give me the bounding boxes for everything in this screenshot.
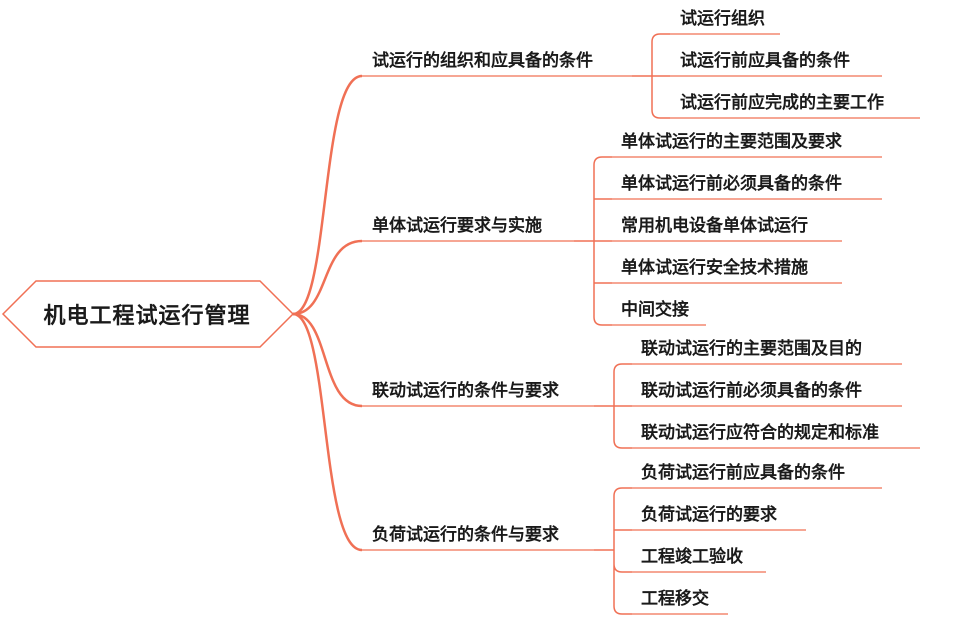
branch-2-child-2[interactable]: 单体试运行前必须具备的条件 [621, 174, 842, 194]
bracket-branch-2 [574, 156, 612, 326]
connector-root-branch-2 [292, 239, 363, 316]
branch-4-child-2[interactable]: 负荷试运行的要求 [641, 505, 777, 525]
root-node[interactable]: 机电工程试运行管理 [2, 280, 292, 348]
branch-3-child-2[interactable]: 联动试运行前必须具备的条件 [641, 381, 862, 401]
connector-root-branch-4 [292, 312, 363, 552]
bracket-branch-3 [594, 363, 632, 449]
branch-2-child-3[interactable]: 常用机电设备单体试运行 [621, 216, 808, 236]
branch-1-child-2[interactable]: 试运行前应具备的条件 [680, 51, 850, 71]
branch-2-child-5[interactable]: 中间交接 [621, 300, 689, 320]
branch-3-label[interactable]: 联动试运行的条件与要求 [372, 381, 559, 401]
branch-4-child-3[interactable]: 工程竣工验收 [641, 547, 743, 567]
branch-2-child-1[interactable]: 单体试运行的主要范围及要求 [621, 132, 842, 152]
bracket-branch-1 [632, 33, 670, 119]
branch-3-child-3[interactable]: 联动试运行应符合的规定和标准 [641, 423, 879, 443]
root-node-shape [1, 280, 295, 348]
branch-1-child-3[interactable]: 试运行前应完成的主要工作 [680, 93, 884, 113]
branch-4-child-1[interactable]: 负荷试运行前应具备的条件 [641, 463, 845, 483]
root-node-label: 机电工程试运行管理 [43, 304, 251, 329]
branch-1-label[interactable]: 试运行的组织和应具备的条件 [372, 51, 593, 71]
branch-2-child-4[interactable]: 单体试运行安全技术措施 [621, 258, 808, 278]
branch-4-child-4[interactable]: 工程移交 [641, 589, 709, 609]
bracket-branch-4 [594, 487, 632, 615]
branch-2-label[interactable]: 单体试运行要求与实施 [372, 216, 542, 236]
connector-root-branch-1 [292, 74, 363, 316]
branch-3-child-1[interactable]: 联动试运行的主要范围及目的 [641, 339, 862, 359]
branch-1-child-1[interactable]: 试运行组织 [680, 9, 765, 29]
connector-root-branch-3 [292, 312, 363, 408]
branch-4-label[interactable]: 负荷试运行的条件与要求 [372, 525, 559, 545]
